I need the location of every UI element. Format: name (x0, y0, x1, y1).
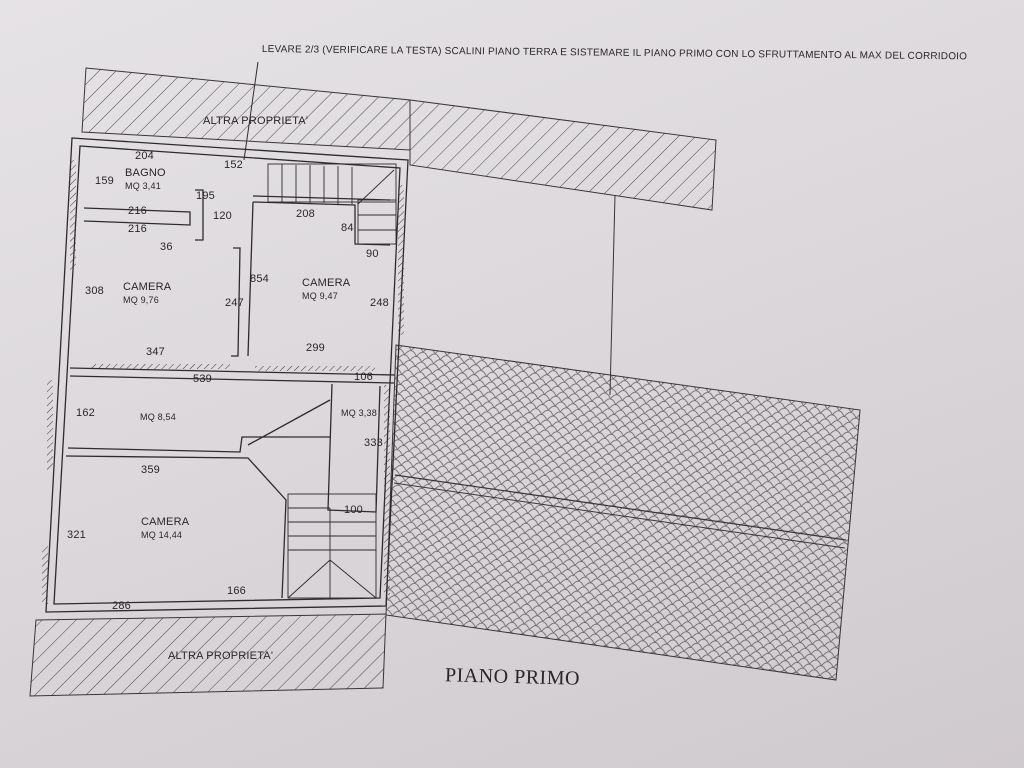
dimension-label: 84 (341, 222, 354, 234)
dimension-label: 286 (112, 600, 131, 612)
neighbor-label-bottom: ALTRA PROPRIETA' (168, 650, 274, 662)
room-name-camera-1: CAMERA (123, 281, 172, 293)
dimension-label: 100 (344, 504, 363, 516)
dimension-label: 248 (370, 297, 389, 309)
hatched-neighbor-bottom (29, 613, 387, 697)
plan-title: PIANO PRIMO (444, 664, 581, 690)
dimension-label: 299 (306, 342, 325, 354)
dimension-label: 166 (227, 585, 246, 597)
dimension-label: 152 (224, 159, 243, 171)
dimension-label: 359 (141, 464, 160, 476)
dimension-label: 36 (160, 241, 173, 253)
dimension-label: 347 (146, 346, 165, 358)
dimension-label: 539 (193, 373, 212, 385)
property-line (609, 194, 616, 396)
room-area-camera-3: MQ 14,44 (141, 530, 183, 540)
dimension-label: 106 (354, 371, 373, 383)
dimension-label: 162 (76, 407, 95, 419)
room-area-bagno: MQ 3,41 (125, 181, 161, 191)
dimension-label: 247 (225, 297, 244, 309)
dimension-label: 159 (95, 175, 114, 187)
room-area-camera-2: MQ 9,47 (302, 291, 338, 301)
dimension-label: 120 (213, 210, 232, 222)
dimension-label: 204 (135, 150, 154, 162)
dimension-label: 321 (67, 529, 86, 541)
room-name-camera-3: CAMERA (141, 516, 190, 528)
note-leader-line (243, 61, 259, 161)
dimension-label: 208 (296, 208, 315, 220)
neighbor-label-top: ALTRA PROPRIETA' (203, 115, 309, 127)
room-area-corridor: MQ 8,54 (140, 412, 176, 422)
room-name-camera-2: CAMERA (302, 277, 351, 289)
dimension-label: 216 (128, 223, 147, 235)
staircase-bottom (287, 493, 377, 599)
dimension-label: 308 (85, 285, 104, 297)
hatched-neighbor-top (81, 67, 717, 211)
dimension-label: 90 (366, 248, 379, 260)
room-name-bagno: BAGNO (125, 167, 166, 179)
dimension-label: 333 (364, 437, 383, 449)
building-walls (45, 137, 409, 613)
room-area-closet: MQ 3,38 (341, 408, 377, 418)
dimension-label: 854 (250, 273, 269, 285)
dimension-label: 195 (196, 190, 215, 202)
wall-hatch-strips (42, 160, 404, 605)
room-area-camera-1: MQ 9,76 (123, 295, 159, 305)
roof-tiles (385, 344, 861, 681)
staircase-top (267, 163, 397, 245)
dimension-label: 216 (128, 205, 147, 217)
